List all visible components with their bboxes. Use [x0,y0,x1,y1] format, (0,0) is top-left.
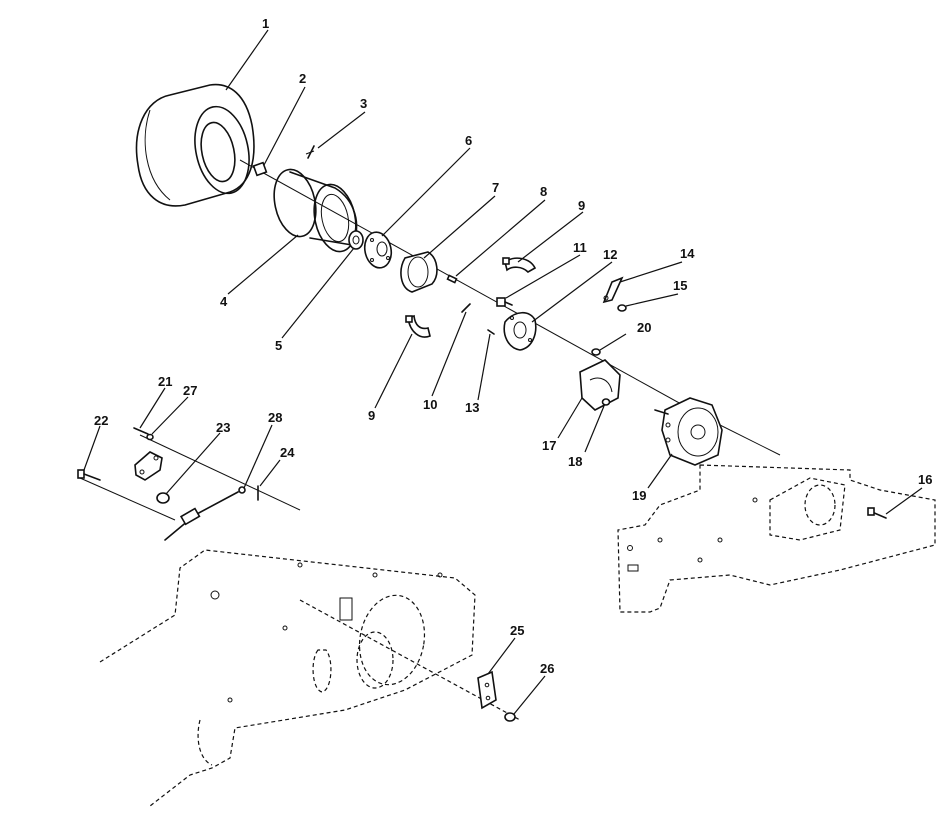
wheel-stud-part [305,145,315,159]
callout-15: 15 [673,278,687,293]
callout-21: 21 [158,374,172,389]
tire-part [135,83,255,207]
leader-lines [83,29,923,715]
motor-mount-part [579,359,621,411]
callout-19: 19 [632,488,646,503]
callout-27: 27 [183,383,197,398]
washer-part [146,433,154,441]
left-frame-plate [99,549,476,807]
callout-28: 28 [268,410,282,425]
callout-26: 26 [540,661,554,676]
brake-shoe-upper-part [502,257,537,273]
callout-5: 5 [275,338,282,353]
mount-nut-part [601,398,611,406]
screw-part [487,329,495,335]
lug-nut-part [252,161,268,177]
callout-1: 1 [262,16,269,31]
bracket-nut-part [504,712,516,722]
cotter-pin-part [617,304,627,312]
callout-24: 24 [280,445,295,460]
motor-nut-part [591,348,601,356]
hub-nut-part [348,230,364,250]
callout-9-lower: 9 [368,408,375,423]
callout-25: 25 [510,623,524,638]
callout-9-upper: 9 [578,198,585,213]
callout-3: 3 [360,96,367,111]
backing-plate-part [503,311,537,351]
callout-8: 8 [540,184,547,199]
callout-18: 18 [568,454,582,469]
wheel-hub-part [363,231,393,269]
long-bolt-part [77,469,101,481]
control-lever-part [134,451,163,481]
brake-shoe-lower-part [405,314,431,338]
pin-part [461,303,471,313]
shaft-key-part [446,274,458,284]
callout-23: 23 [216,420,230,435]
callout-17: 17 [542,438,556,453]
callout-13: 13 [465,400,479,415]
wheel-rim-part [273,168,358,253]
callout-6: 6 [465,133,472,148]
hydraulic-motor-part [654,397,723,466]
callout-20: 20 [637,320,651,335]
bracket-part [477,670,497,710]
pivot-bolt-part [133,427,149,435]
brake-bolt-part [496,297,513,307]
callout-14: 14 [680,246,695,261]
assembly-center-lines [79,159,781,721]
callout-4: 4 [220,294,228,309]
brake-drum-part [400,251,438,293]
callout-12: 12 [603,247,617,262]
callout-11: 11 [573,240,587,255]
control-cable-part [164,486,246,541]
callout-16: 16 [918,472,932,487]
callout-7: 7 [492,180,499,195]
callout-10: 10 [423,397,437,412]
right-frame-plate [617,464,936,613]
callout-2: 2 [299,71,306,86]
callout-labels: 1 2 3 4 5 6 7 8 9 9 10 11 12 13 14 15 16… [94,16,932,676]
callout-22: 22 [94,413,108,428]
frame-bolt-part [867,507,887,519]
brake-lever-part [602,276,624,304]
retaining-ring-part [156,492,170,504]
